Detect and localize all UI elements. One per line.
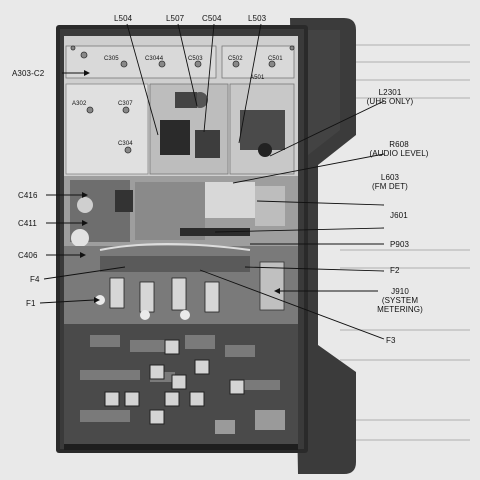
label-l2301-note: (UHS ONLY) — [366, 97, 414, 106]
label-c411: C411 — [18, 219, 37, 228]
label-f3: F3 — [386, 336, 396, 345]
leader-lines — [39, 23, 385, 340]
board-label-c307: C307 — [118, 101, 133, 107]
label-c504: C504 — [202, 14, 222, 23]
label-l603-id: L603 — [380, 173, 400, 182]
label-l603-note: (FM DET) — [372, 182, 408, 191]
label-j910-id: J910 — [391, 287, 409, 296]
label-a303-c2: A303-C2 — [12, 69, 45, 78]
label-l504: L504 — [114, 14, 133, 23]
label-j910-note2: METERING) — [377, 305, 423, 314]
board-label-c304: C304 — [118, 141, 133, 147]
label-j601: J601 — [390, 211, 408, 220]
board-label-a501: A501 — [250, 75, 265, 81]
label-f2: F2 — [390, 266, 400, 275]
label-l503: L503 — [248, 14, 267, 23]
label-c406: C406 — [18, 251, 38, 260]
board-label-a302: A302 — [72, 101, 87, 107]
label-p903: P903 — [390, 240, 410, 249]
board-label-c503: C503 — [188, 56, 203, 62]
label-c416: C416 — [18, 191, 38, 200]
label-f1: F1 — [26, 299, 36, 308]
label-l507: L507 — [166, 14, 185, 23]
label-j910-note1: (SYSTEM — [381, 296, 419, 305]
label-j910: J910 (SYSTEM METERING) — [360, 287, 440, 314]
board-label-c305: C305 — [104, 56, 119, 62]
label-l2301-id: L2301 — [378, 88, 402, 97]
board-label-c502: C502 — [228, 56, 243, 62]
label-l2301: L2301 (UHS ONLY) — [350, 88, 430, 106]
label-f4: F4 — [30, 275, 40, 284]
label-r608: R608 (AUDIO LEVEL) — [354, 140, 444, 158]
board-label-c501: C501 — [268, 56, 283, 62]
label-r608-note: (AUDIO LEVEL) — [369, 149, 429, 158]
label-l603: L603 (FM DET) — [355, 173, 425, 191]
label-r608-id: R608 — [389, 140, 409, 149]
board-label-c3044: C3044 — [145, 56, 164, 62]
